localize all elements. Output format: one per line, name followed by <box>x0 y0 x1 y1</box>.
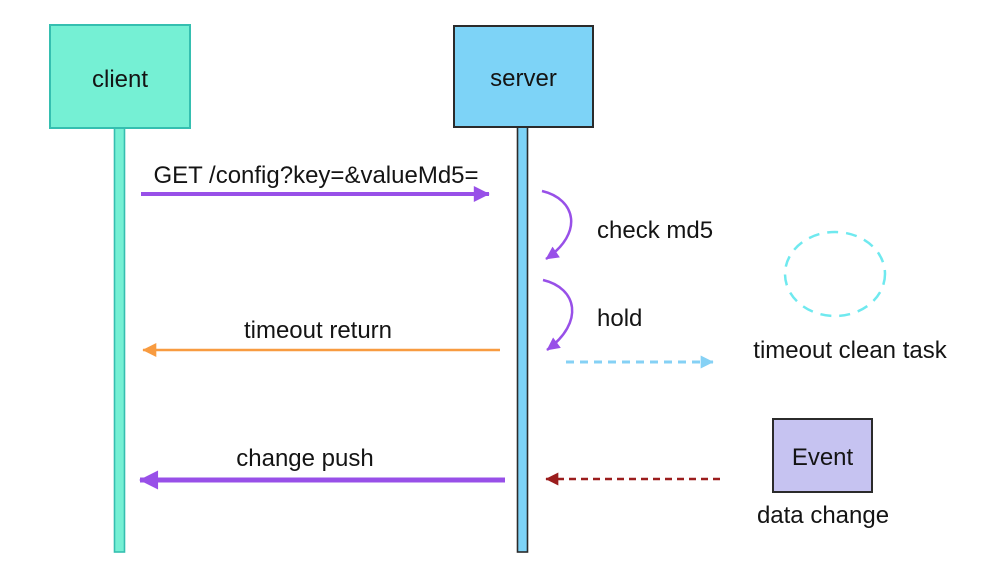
timeout-return-label: timeout return <box>244 317 392 344</box>
hold-self-arrow <box>542 278 574 352</box>
check-md5-label: check md5 <box>597 217 713 244</box>
timeout-clean-task-label: timeout clean task <box>753 337 947 364</box>
event-label: Event <box>792 444 854 471</box>
check-md5-self-arrow <box>541 189 573 261</box>
get-request-label: GET /config?key=&valueMd5= <box>153 162 478 189</box>
hold-label: hold <box>597 305 642 332</box>
timeout-clean-task-ellipse <box>783 230 887 318</box>
client-lifeline <box>113 126 126 553</box>
server-actor-box <box>453 25 594 128</box>
server-lifeline <box>516 125 529 553</box>
server-actor-label: server <box>490 65 557 92</box>
data-change-label: data change <box>757 502 889 529</box>
client-actor-box <box>49 24 191 129</box>
event-box <box>772 418 873 493</box>
client-actor-label: client <box>92 66 148 93</box>
change-push-label: change push <box>236 445 373 472</box>
